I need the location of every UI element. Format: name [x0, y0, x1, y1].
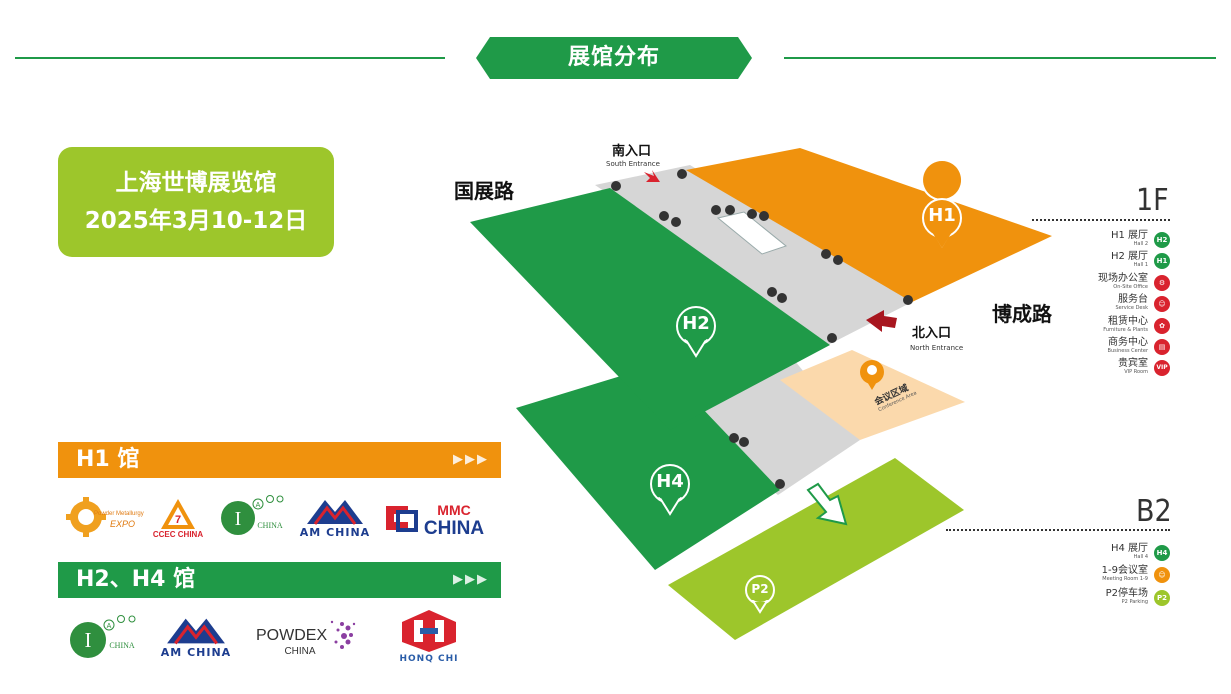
- svg-text:I: I: [235, 508, 242, 530]
- hall-h2-area: [470, 188, 830, 430]
- north-entrance-label: 北入口: [912, 326, 952, 341]
- hall-h1-area: [686, 148, 1052, 302]
- logo-powdex: POWDEX CHINA: [252, 612, 360, 660]
- header-rule-left: [15, 57, 445, 59]
- svg-text:7: 7: [175, 514, 181, 526]
- floor-1f-rule: [1032, 219, 1170, 221]
- iacc-circle-icon: I A CHINA: [70, 615, 136, 658]
- logo-am-china: AM CHINA: [298, 494, 372, 540]
- atrium-void: [716, 211, 788, 255]
- vip-icon: VIP: [1154, 360, 1170, 376]
- rental-icon: ✿: [1154, 318, 1170, 334]
- conference-area: [780, 350, 965, 440]
- north-entrance-arrow-icon: [866, 310, 897, 332]
- hall-h4-badge-icon: H4: [1154, 545, 1170, 561]
- hall-h1-label: H1: [928, 205, 956, 226]
- powdex-dots-icon: POWDEX CHINA: [256, 620, 356, 657]
- hall-h2-h4-label: H2、H4 馆: [76, 567, 196, 592]
- hall-h2-h4-bar: H2、H4 馆 ▶▶▶: [58, 562, 501, 598]
- hall-h1-label: H1 馆: [76, 447, 140, 472]
- ccec-triangle-icon: 7: [161, 498, 195, 529]
- am-mountain-icon: [307, 499, 363, 525]
- north-entrance-en: North Entrance: [910, 344, 964, 352]
- logo-pm-expo: Powder Metallurgy EXPO: [66, 495, 146, 539]
- hongqi-text: HONQ CHI: [399, 654, 459, 664]
- logo-hongqi: HONQ CHI: [394, 606, 464, 666]
- logo-ccec: 7 CCEC CHINA: [152, 495, 204, 541]
- floor-b2-rule: [946, 529, 1170, 531]
- hall-h2-pin: [676, 306, 716, 358]
- arrows-icon: ▶▶▶: [453, 452, 489, 467]
- venue-name: 上海世博展览馆: [115, 170, 277, 196]
- svg-text:I: I: [85, 628, 92, 652]
- header-rule-right: [784, 57, 1216, 59]
- hall-h1-pin: [921, 159, 963, 248]
- conference-pin: [860, 360, 884, 390]
- am-china-text: AM CHINA: [299, 525, 371, 539]
- page-title: 展馆分布: [567, 45, 660, 70]
- hall-h4-label: H4: [656, 471, 684, 492]
- svg-text:CHINA: CHINA: [109, 641, 135, 650]
- title-banner: [476, 37, 752, 79]
- south-entrance-arrow-icon: [644, 170, 660, 182]
- svg-text:CHINA: CHINA: [424, 518, 484, 539]
- svg-text:MMC: MMC: [437, 502, 470, 518]
- svg-text:CHINA: CHINA: [284, 646, 315, 657]
- facility-icons: [611, 169, 913, 489]
- parking-p2-area: [668, 458, 964, 640]
- logo-mmc: MMC CHINA: [382, 496, 494, 540]
- arrows-icon: ▶▶▶: [453, 572, 489, 587]
- svg-text:Powder Metallurgy: Powder Metallurgy: [94, 511, 144, 517]
- hall-h1-bar: H1 馆 ▶▶▶: [58, 442, 501, 478]
- meeting-room-icon: ☺: [1154, 567, 1170, 583]
- svg-text:EXPO: EXPO: [110, 519, 135, 529]
- hongqi-emblem-icon: [402, 610, 456, 652]
- svg-text:A: A: [256, 502, 261, 509]
- iacc-circle-icon: I A CHINA: [221, 495, 284, 535]
- south-entrance-label: 南入口: [612, 144, 652, 159]
- svg-text:CHINA: CHINA: [257, 521, 283, 530]
- venue-dates: 2025年3月10-12日: [84, 208, 308, 234]
- logo-iacc-2: I A CHINA: [68, 612, 140, 662]
- floor-b2-label: B2: [1136, 494, 1172, 529]
- logo-am-china-2: AM CHINA: [158, 612, 234, 660]
- hall-h1-badge-icon: H1: [1154, 253, 1170, 269]
- pm-expo-gear-icon: Powder Metallurgy EXPO: [66, 497, 144, 537]
- road-west: 国展路: [454, 179, 514, 203]
- office-icon: ⚙: [1154, 275, 1170, 291]
- mmc-logo-icon: MMC CHINA: [386, 502, 484, 539]
- parking-badge-icon: P2: [1154, 590, 1170, 606]
- south-entrance-en: South Entrance: [606, 160, 660, 168]
- hall-h4-area: [516, 364, 780, 570]
- 1f-grey-corridor: [595, 165, 912, 345]
- hall-h4-pin: [650, 464, 690, 516]
- parking-p2-pin: [745, 575, 775, 614]
- road-east: 博成路: [992, 302, 1052, 326]
- svg-text:A: A: [107, 623, 112, 630]
- logo-iacc: I A CHINA: [218, 494, 288, 540]
- parking-p2-label: P2: [751, 582, 769, 596]
- venue-map: [470, 148, 1052, 640]
- hall-h2-label: H2: [682, 313, 710, 334]
- venue-info: 上海世博展览馆 2025年3月10-12日: [58, 147, 334, 257]
- am-china-text: AM CHINA: [160, 645, 232, 659]
- floor-1f-label: 1F: [1136, 183, 1169, 218]
- business-center-icon: ▤: [1154, 339, 1170, 355]
- am-mountain-icon: [167, 618, 225, 644]
- service-desk-icon: ☺: [1154, 296, 1170, 312]
- svg-text:POWDEX: POWDEX: [256, 627, 327, 644]
- hall-h2-badge-icon: H2: [1154, 232, 1170, 248]
- ccec-text: CCEC CHINA: [152, 529, 204, 539]
- b2-down-arrow-icon: [806, 482, 848, 526]
